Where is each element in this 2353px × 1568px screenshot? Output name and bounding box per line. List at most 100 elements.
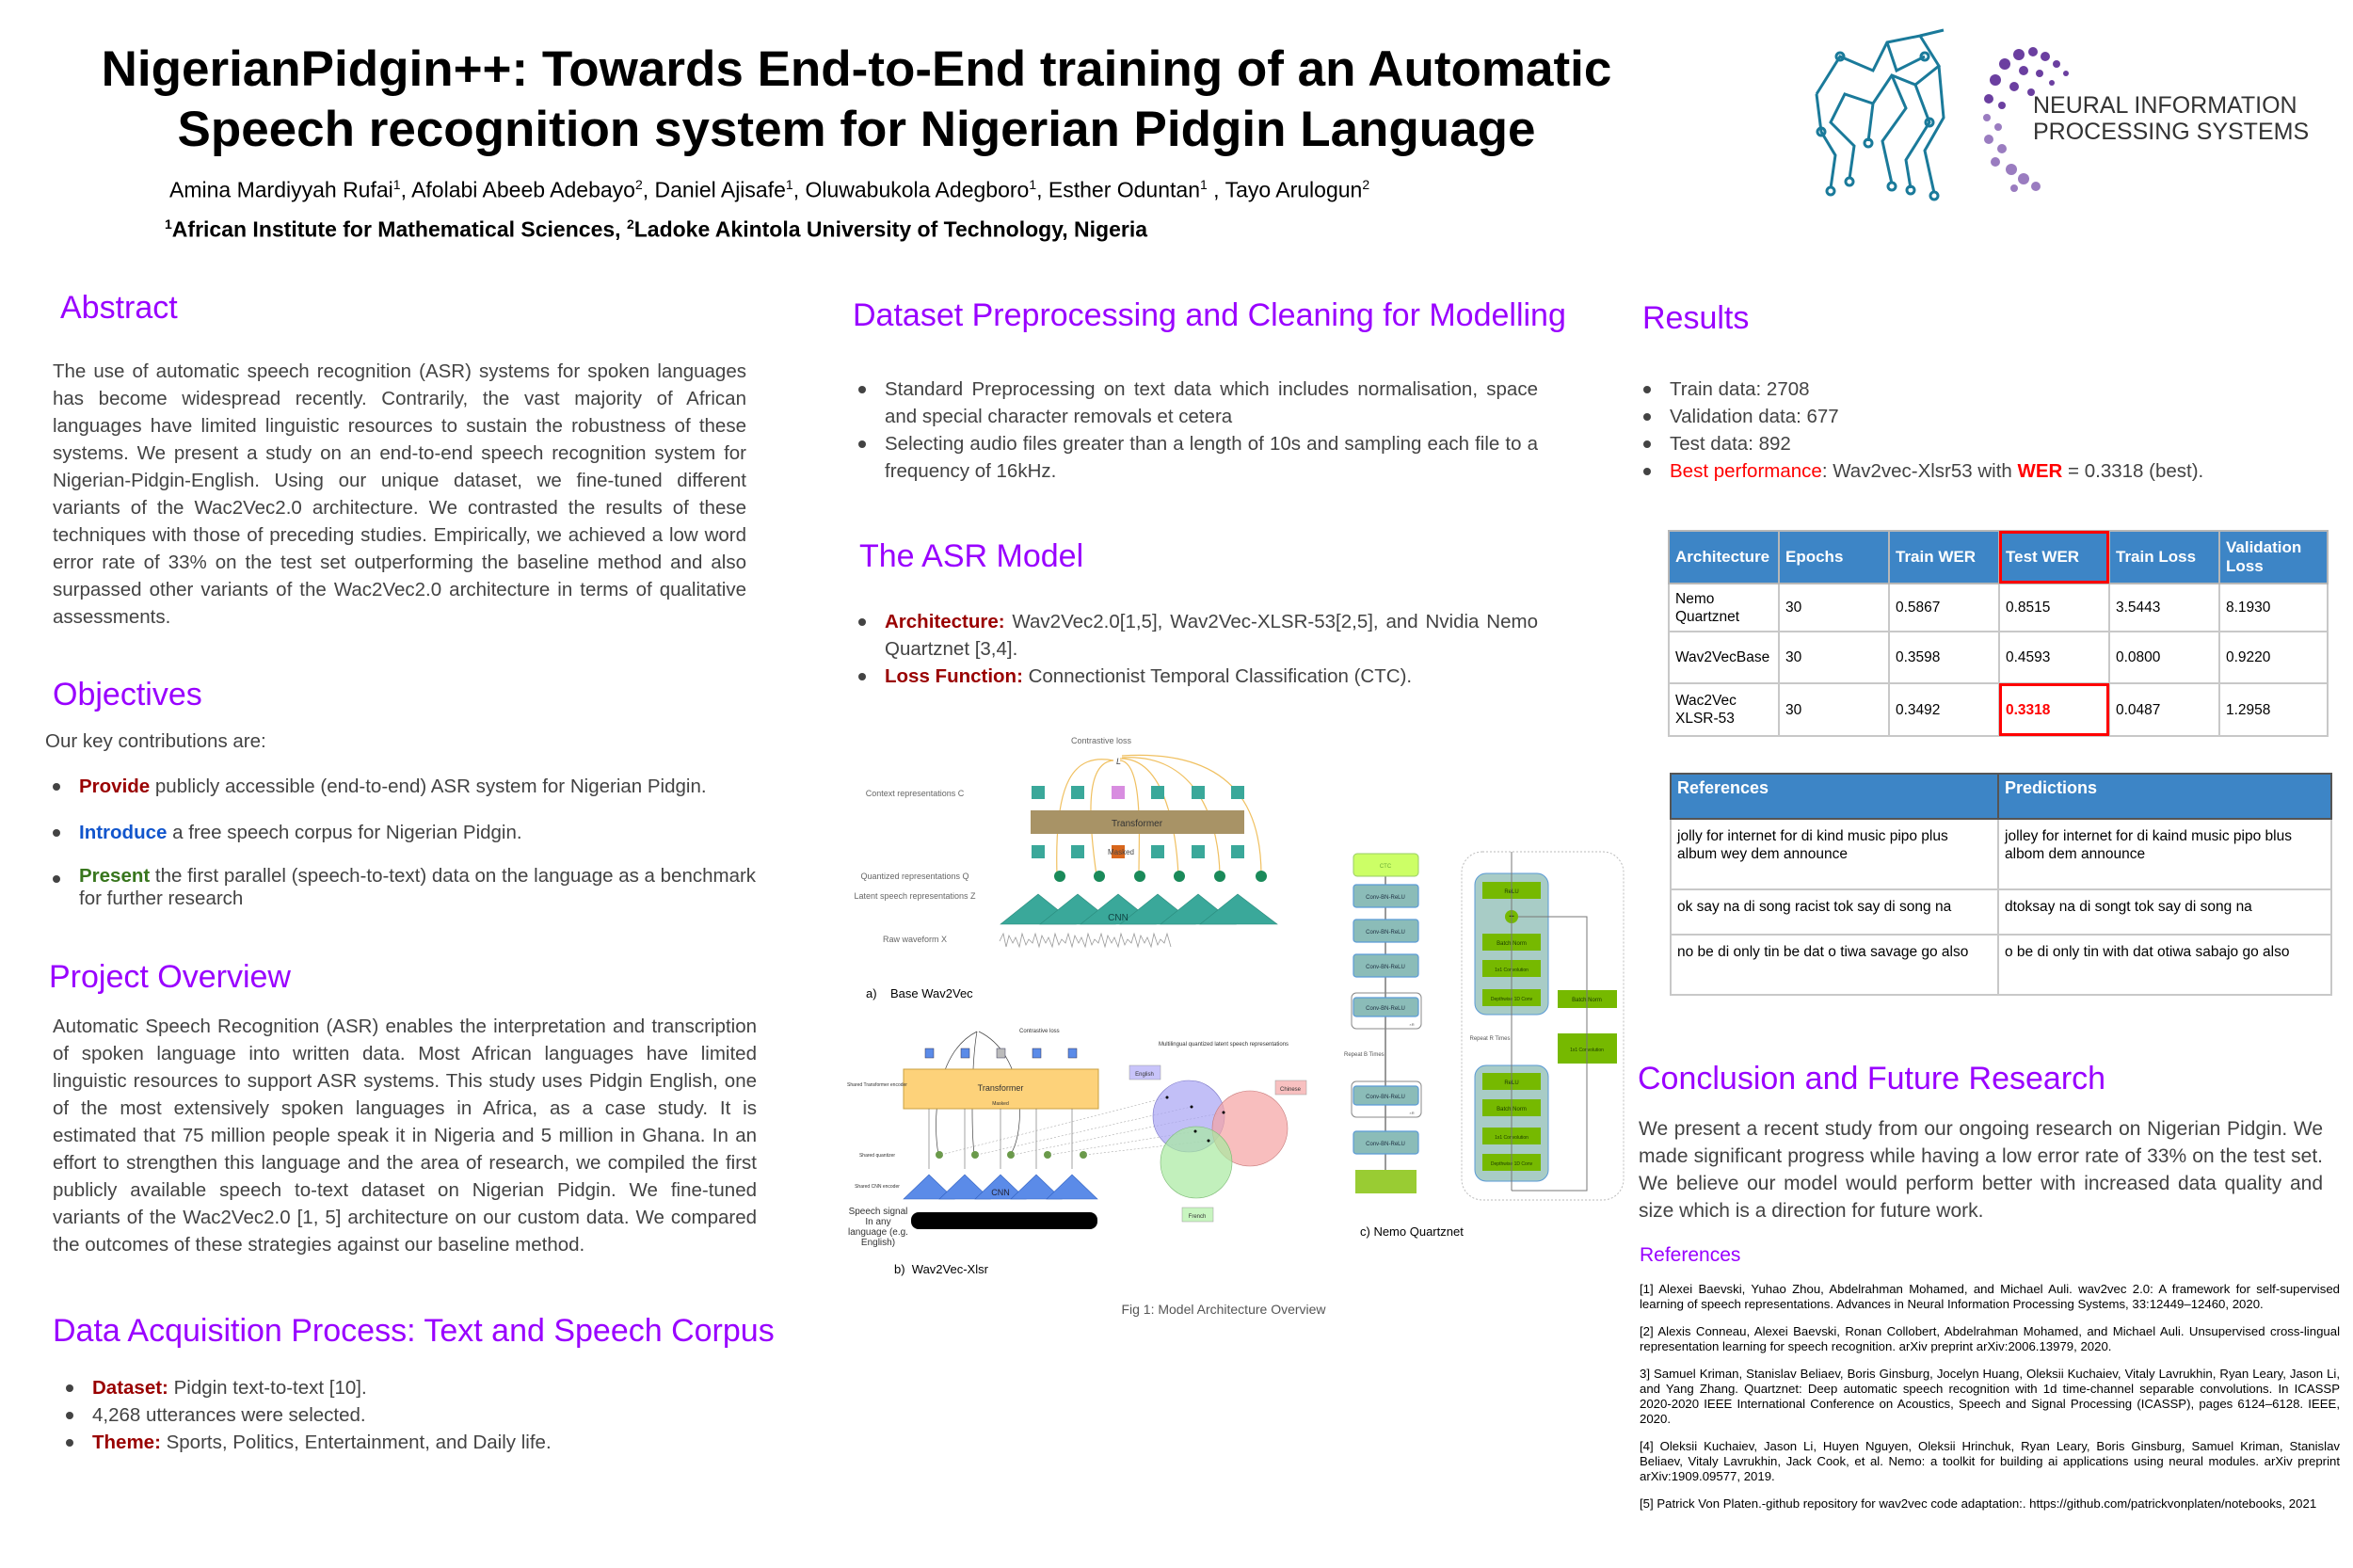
contrastive-loss-label: Contrastive loss xyxy=(1019,1029,1060,1034)
transformer-label: Transformer xyxy=(978,1083,1024,1093)
table-cell: o be di only tin with dat otiwa sabajo g… xyxy=(1997,934,2332,996)
affiliation-mark: 1 xyxy=(1029,177,1037,192)
objectives-list: Provide publicly accessible (end-to-end)… xyxy=(45,773,779,910)
table-row: no be di only tin be dat o tiwa savage g… xyxy=(1670,934,2332,996)
french-label: French xyxy=(1189,1214,1207,1220)
abstract-heading: Abstract xyxy=(60,290,178,326)
asr-model-list: Architecture: Wav2Vec2.0[1,5], Wav2Vec-X… xyxy=(851,608,1538,690)
table-cell: 30 xyxy=(1778,682,1890,737)
acquisition-list: Dataset: Pidgin text-to-text [10]. 4,268… xyxy=(58,1374,755,1456)
times-r-label: ×R xyxy=(1409,1022,1414,1027)
author: Oluwabukola Adegboro xyxy=(805,177,1030,202)
column-header: Validation Loss xyxy=(2218,530,2329,584)
column-header: Train Loss xyxy=(2108,530,2220,584)
ctc-label: CTC xyxy=(1380,864,1392,870)
column-header: Predictions xyxy=(1997,773,2332,820)
table-cell: 1.2958 xyxy=(2218,682,2329,737)
affiliation-mark: 2 xyxy=(626,216,634,232)
reference-item: [4] Oleksii Kuchaiev, Jason Li, Huyen Ng… xyxy=(1640,1439,2340,1483)
table-header-row: References Predictions xyxy=(1670,773,2332,820)
affiliation-mark: 1 xyxy=(785,177,793,192)
item-text: Connectionist Temporal Classification (C… xyxy=(1022,665,1413,687)
overview-text: Automatic Speech Recognition (ASR) enabl… xyxy=(53,1016,757,1256)
list-item: Test data: 892 xyxy=(1636,430,2332,457)
list-item: Best performance: Wav2vec-Xlsr53 with WE… xyxy=(1636,457,2332,485)
table-row: ok say na di song racist tok say di song… xyxy=(1670,888,2332,936)
speech-waveform xyxy=(911,1212,1097,1229)
english-label: English xyxy=(1135,1072,1154,1078)
reference-item: [1] Alexei Baevski, Yuhao Zhou, Abdelrah… xyxy=(1640,1282,2340,1311)
list-item: Selecting audio files greater than a len… xyxy=(851,430,1538,485)
keyword: Introduce xyxy=(79,822,168,843)
times-r-label: ×R xyxy=(1409,1111,1414,1115)
author: Amina Mardiyyah Rufai xyxy=(169,177,393,202)
item-text: Wav2Vec2.0[1,5], Wav2Vec-XLSR-53[2,5], a… xyxy=(885,611,1538,660)
list-item: Provide publicly accessible (end-to-end)… xyxy=(45,773,779,800)
shared-quantizer-label: Shared quantizer xyxy=(859,1153,895,1159)
author: Esther Oduntan xyxy=(1048,177,1200,202)
table-cell: 0.0487 xyxy=(2108,682,2220,737)
abstract-text: The use of automatic speech recognition … xyxy=(53,360,746,628)
affiliation-mark: 1 xyxy=(392,177,401,192)
column-header: Train WER xyxy=(1888,530,2000,584)
conv-bn-relu-label: Conv-BN-ReLU xyxy=(1366,930,1405,936)
shared-cnn-label: Shared CNN encoder xyxy=(855,1184,900,1190)
list-item: Introduce a free speech corpus for Niger… xyxy=(45,819,779,846)
table-cell: 0.4593 xyxy=(1998,631,2110,684)
transformer-block xyxy=(1031,810,1244,834)
asr-model-heading: The ASR Model xyxy=(859,538,1084,574)
figure-caption: Fig 1: Model Architecture Overview xyxy=(1121,1302,1326,1317)
item-text: publicly accessible (end-to-end) ASR sys… xyxy=(150,776,707,797)
figure-b-wav2vec-xlsr: Contrastive loss Transformer Masked CNN … xyxy=(847,1029,1307,1276)
table-cell: jolly for internet for di kind music pip… xyxy=(1670,818,1999,890)
title-line-2: Speech recognition system for Nigerian P… xyxy=(177,102,1536,157)
title-line-1: NigerianPidgin++: Towards End-to-End tra… xyxy=(101,41,1612,97)
reference-item: [5] Patrick Von Platen.-github repositor… xyxy=(1640,1496,2317,1511)
table-cell: 0.0800 xyxy=(2108,631,2220,684)
best-test-wer-cell: 0.3318 xyxy=(1998,682,2110,737)
poster-title: NigerianPidgin++: Towards End-to-End tra… xyxy=(56,40,1657,160)
column-header: Architecture xyxy=(1668,530,1780,584)
table-cell: Nemo Quartznet xyxy=(1668,583,1780,632)
author: Afolabi Abeeb Adebayo xyxy=(411,177,635,202)
cnn-label: CNN xyxy=(1108,913,1128,923)
best-performance-label: Best performance xyxy=(1670,460,1822,482)
transformer-label: Transformer xyxy=(1112,819,1163,829)
reference-item: [2] Alexis Conneau, Alexei Baevski, Rona… xyxy=(1640,1324,2340,1353)
circuit-brain-icon xyxy=(1815,28,1945,201)
raw-waveform-label: Raw waveform X xyxy=(883,935,947,944)
metric-label: WER xyxy=(2017,460,2063,482)
context-label: Context representations C xyxy=(866,789,965,798)
column-header: References xyxy=(1670,773,1999,820)
spectrogram xyxy=(1355,1170,1417,1193)
cnn-label: CNN xyxy=(991,1188,1010,1197)
figure-c-nemo-quartznet: CTC Conv-BN-ReLU Conv-BN-ReLU Conv-BN-Re… xyxy=(1344,851,1625,1239)
list-item: Architecture: Wav2Vec2.0[1,5], Wav2Vec-X… xyxy=(851,608,1538,663)
multilingual-label: Multilingual quantized latent speech rep… xyxy=(1159,1042,1289,1048)
conv-bn-relu-label: Conv-BN-ReLU xyxy=(1366,1006,1405,1012)
conclusion-text: We present a recent study from our ongoi… xyxy=(1639,1118,2323,1222)
conv-bn-relu-label: Conv-BN-ReLU xyxy=(1366,1095,1405,1100)
objectives-intro: Our key contributions are: xyxy=(45,730,266,752)
table-cell: no be di only tin be dat o tiwa savage g… xyxy=(1670,934,1999,996)
figure-c-label: c) Nemo Quartznet xyxy=(1360,1224,1464,1239)
list-item: Dataset: Pidgin text-to-text [10]. xyxy=(58,1374,755,1401)
column-header: Epochs xyxy=(1778,530,1890,584)
logo-text-line-1: NEURAL INFORMATION xyxy=(2033,92,2297,119)
item-text: 4,268 utterances were selected. xyxy=(92,1404,366,1426)
contrastive-loss-label: Contrastive loss xyxy=(1071,736,1132,745)
table-cell: 30 xyxy=(1778,631,1890,684)
results-heading: Results xyxy=(1642,300,1750,336)
latent-label: Latent speech representations Z xyxy=(854,891,976,901)
affiliations: 1African Institute for Mathematical Scie… xyxy=(165,216,1147,243)
list-item: Validation data: 677 xyxy=(1636,403,2332,430)
results-table: Architecture Epochs Train WER Test WER T… xyxy=(1668,530,2329,737)
affiliation: Ladoke Akintola University of Technology… xyxy=(633,216,1148,242)
table-cell: 0.8515 xyxy=(1998,583,2110,632)
references-heading: References xyxy=(1640,1244,1741,1266)
repeat-r-label: Repeat R Times xyxy=(1469,1036,1510,1042)
preprocessing-heading: Dataset Preprocessing and Cleaning for M… xyxy=(853,297,1566,333)
list-item: Loss Function: Connectionist Temporal Cl… xyxy=(851,663,1538,690)
